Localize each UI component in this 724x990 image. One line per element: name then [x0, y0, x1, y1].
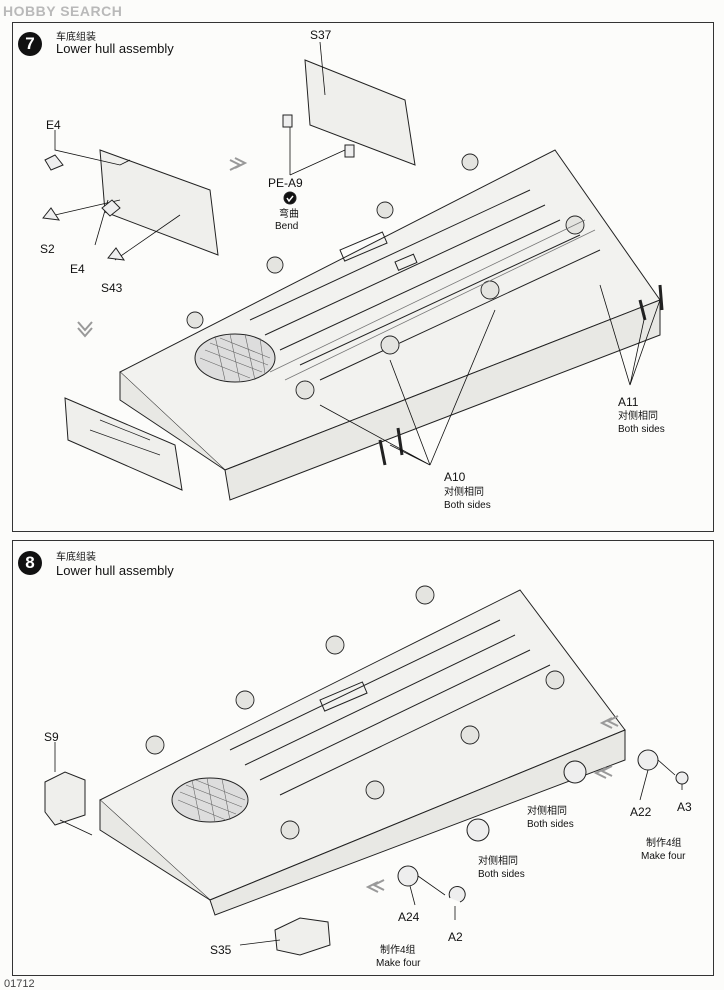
- bend-icon: [283, 191, 297, 205]
- part-s43: [107, 247, 126, 261]
- callout-s9: S9: [44, 730, 59, 744]
- callout-a22: A22: [630, 805, 652, 819]
- suspension-units-step8: [145, 585, 565, 840]
- part-e4-bottom: [101, 199, 121, 217]
- part-a22: [637, 749, 659, 771]
- step-7-title-cn: 车底组装: [56, 32, 96, 43]
- part-s9: [44, 771, 86, 826]
- step-8-title-cn: 车底组装: [56, 552, 96, 563]
- engine-grille-step8: [171, 777, 249, 823]
- callout-s2: S2: [40, 242, 55, 256]
- part-a3: [675, 771, 689, 785]
- callout-a11-cn: 对侧相同: [618, 411, 658, 422]
- part-wheel-hub-right: [563, 760, 587, 784]
- callout-make-four-bottom-cn: 制作4组: [380, 945, 416, 956]
- callout-s43: S43: [101, 281, 123, 295]
- part-s2: [42, 207, 61, 221]
- hull-side-plate: [224, 299, 661, 501]
- part-s35: [274, 917, 331, 956]
- callout-a24: A24: [398, 910, 420, 924]
- step-7-panel: [12, 22, 714, 532]
- callout-bend-en: Bend: [275, 221, 299, 232]
- step-8-panel: [12, 540, 714, 976]
- callout-pe-a9: PE-A9: [268, 176, 303, 190]
- step-7-number-badge: 7: [18, 32, 42, 56]
- front-panel-e4: [99, 149, 219, 256]
- callout-make-four-bottom-en: Make four: [376, 958, 421, 969]
- callout-e4-bottom: E4: [70, 262, 85, 276]
- callout-a10-cn: 对侧相同: [444, 487, 484, 498]
- callout-a3: A3: [677, 800, 692, 814]
- callout-a11-en: Both sides: [618, 424, 665, 435]
- step-8-title-en: Lower hull assembly: [56, 563, 174, 578]
- step-8-number-badge: 8: [18, 551, 42, 575]
- front-plate-lower: [64, 397, 183, 491]
- callout-s37: S37: [310, 28, 332, 42]
- part-e4-top: [44, 154, 64, 171]
- callout-make-four-right-cn: 制作4组: [646, 838, 682, 849]
- rear-plate-s37: [304, 59, 416, 166]
- callout-both-sides-1-en: Both sides: [527, 819, 574, 830]
- part-a2: [448, 886, 466, 903]
- callout-bend-cn: 弯曲: [279, 209, 299, 220]
- hobby-search-watermark: HOBBY SEARCH: [3, 3, 123, 19]
- callout-e4-top: E4: [46, 118, 61, 132]
- callout-a10: A10: [444, 470, 466, 484]
- callout-a2: A2: [448, 930, 463, 944]
- step-7-title-en: Lower hull assembly: [56, 41, 174, 56]
- callout-a10-en: Both sides: [444, 500, 491, 511]
- callout-both-sides-2-en: Both sides: [478, 869, 525, 880]
- part-a24: [397, 865, 419, 887]
- callout-both-sides-2-cn: 对侧相同: [478, 856, 518, 867]
- callout-a11: A11: [618, 395, 639, 409]
- suspension-units: [186, 153, 585, 400]
- part-wheel-hub-mid: [466, 818, 490, 842]
- callout-both-sides-1-cn: 对侧相同: [527, 806, 567, 817]
- callout-s35: S35: [210, 943, 232, 957]
- callout-make-four-right-en: Make four: [641, 851, 686, 862]
- page-footer-code: 01712: [4, 978, 35, 990]
